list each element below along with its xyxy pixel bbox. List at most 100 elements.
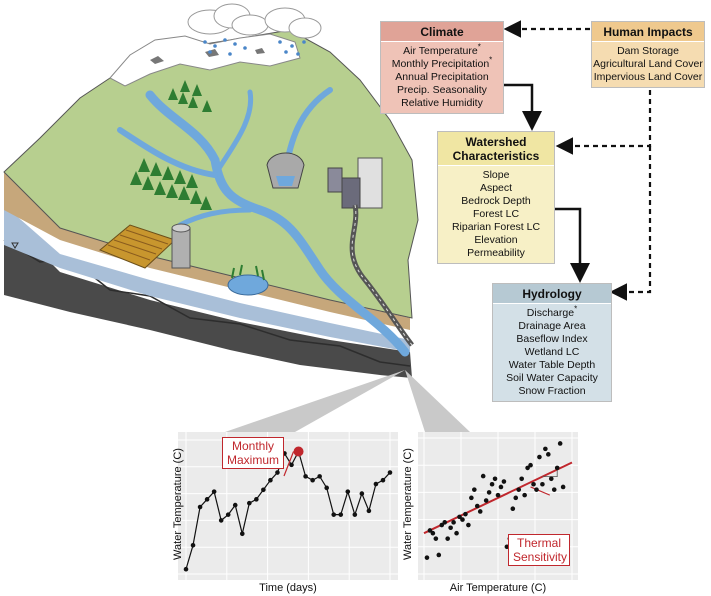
watershed-item: Elevation — [474, 234, 518, 246]
watershed-item: Slope — [482, 169, 510, 181]
climate-item: Air Temperature* — [403, 42, 481, 57]
building-small — [327, 167, 343, 193]
arrow-climate-to-watershed — [504, 83, 542, 131]
watershed-item: Bedrock Depth — [461, 195, 531, 207]
data-point — [546, 452, 551, 457]
data-point — [225, 512, 231, 517]
chart1-ylabel: Water Temperature (C) — [172, 448, 184, 560]
data-point — [366, 508, 372, 514]
data-point — [331, 512, 337, 517]
data-point — [492, 476, 498, 482]
arrow-watershed-to-hydrology — [555, 207, 590, 283]
rain-clouds — [187, 3, 322, 39]
river-tributary-1 — [117, 127, 218, 178]
data-point — [190, 542, 196, 548]
data-point — [560, 484, 566, 490]
road-centerline — [351, 204, 413, 346]
climate-list: Air Temperature* Monthly Precipitation* … — [381, 41, 503, 113]
data-point — [430, 530, 436, 536]
data-point — [247, 500, 252, 506]
climate-item: Relative Humidity — [401, 97, 483, 109]
data-point — [310, 477, 315, 483]
river-main — [145, 90, 410, 357]
data-point — [483, 498, 489, 503]
data-point — [501, 479, 507, 484]
data-point — [197, 504, 203, 510]
data-point — [540, 481, 545, 487]
data-point — [436, 552, 442, 558]
wetland-reeds — [231, 264, 265, 281]
data-point — [498, 484, 504, 490]
data-point — [218, 518, 224, 523]
snow-cap — [109, 33, 301, 87]
hydrology-item: Baseflow Index — [516, 333, 588, 345]
human-impacts-item: Agricultural Land Cover — [593, 58, 703, 70]
climate-box: Climate Air Temperature* Monthly Precipi… — [380, 21, 504, 114]
data-point — [303, 474, 308, 479]
data-point — [359, 491, 365, 496]
data-point — [489, 481, 495, 487]
data-point — [445, 536, 450, 541]
data-point — [457, 514, 462, 520]
data-point — [289, 462, 294, 468]
wetland-pond — [227, 274, 269, 296]
building-dark — [341, 177, 361, 209]
data-point — [317, 474, 322, 479]
human-impacts-item: Impervious Land Cover — [593, 71, 703, 83]
data-point — [439, 522, 445, 528]
water-temp-timeseries-chart — [178, 432, 398, 580]
data-point — [534, 487, 539, 492]
data-point — [531, 481, 536, 487]
hydrology-item: Wetland LC — [524, 346, 580, 358]
data-point — [551, 487, 557, 492]
watershed-list: Slope Aspect Bedrock Depth Forest LC Rip… — [438, 165, 554, 263]
monthly-maximum-callout: Monthly Maximum — [222, 437, 284, 469]
groundwater-layer — [4, 205, 410, 352]
data-point — [557, 441, 563, 446]
data-point — [211, 489, 217, 494]
water-vs-air-temp-scatter — [418, 432, 578, 580]
data-point — [460, 517, 465, 522]
data-point — [345, 489, 351, 494]
human-impacts-title: Human Impacts — [592, 22, 704, 41]
data-point — [466, 522, 471, 528]
rain-drops — [203, 38, 306, 56]
data-point — [543, 446, 548, 452]
data-point — [486, 490, 492, 495]
zoom-wedge-left — [225, 370, 405, 432]
chart1-xlabel: Time (days) — [259, 582, 317, 594]
climate-item: Precip. Seasonality — [397, 84, 487, 96]
data-point — [480, 473, 486, 479]
arrow-human-to-watershed — [555, 90, 652, 155]
data-point — [519, 476, 524, 482]
data-point — [352, 512, 358, 517]
bedrock-layer — [4, 216, 412, 378]
data-point — [204, 497, 210, 502]
slope-triangle — [542, 469, 558, 478]
thermal-sensitivity-callout: Thermal Sensitivity — [508, 534, 570, 566]
data-point — [261, 487, 266, 493]
monthly-maximum-point — [293, 446, 304, 457]
hydrology-title: Hydrology — [493, 284, 611, 303]
data-point — [548, 476, 554, 482]
data-point — [324, 485, 329, 491]
data-point — [554, 465, 560, 471]
data-point — [387, 470, 393, 475]
data-point — [338, 512, 344, 517]
watershed-item: Forest LC — [472, 208, 520, 220]
data-point — [427, 528, 433, 533]
climate-item: Annual Precipitation — [395, 71, 489, 83]
data-point — [522, 492, 527, 498]
human-impacts-list: Dam Storage Agricultural Land Cover Impe… — [592, 41, 704, 87]
dam-structure — [266, 152, 305, 189]
hydrology-item: Discharge* — [526, 304, 578, 319]
data-point — [433, 536, 439, 541]
data-point — [183, 566, 189, 572]
data-point — [525, 465, 530, 471]
data-point — [528, 462, 533, 468]
human-impacts-item: Dam Storage — [617, 45, 679, 57]
watershed-box: Watershed Characteristics Slope Aspect B… — [437, 131, 555, 264]
trend-line — [423, 461, 573, 535]
watershed-item: Riparian Forest LC — [451, 221, 541, 233]
